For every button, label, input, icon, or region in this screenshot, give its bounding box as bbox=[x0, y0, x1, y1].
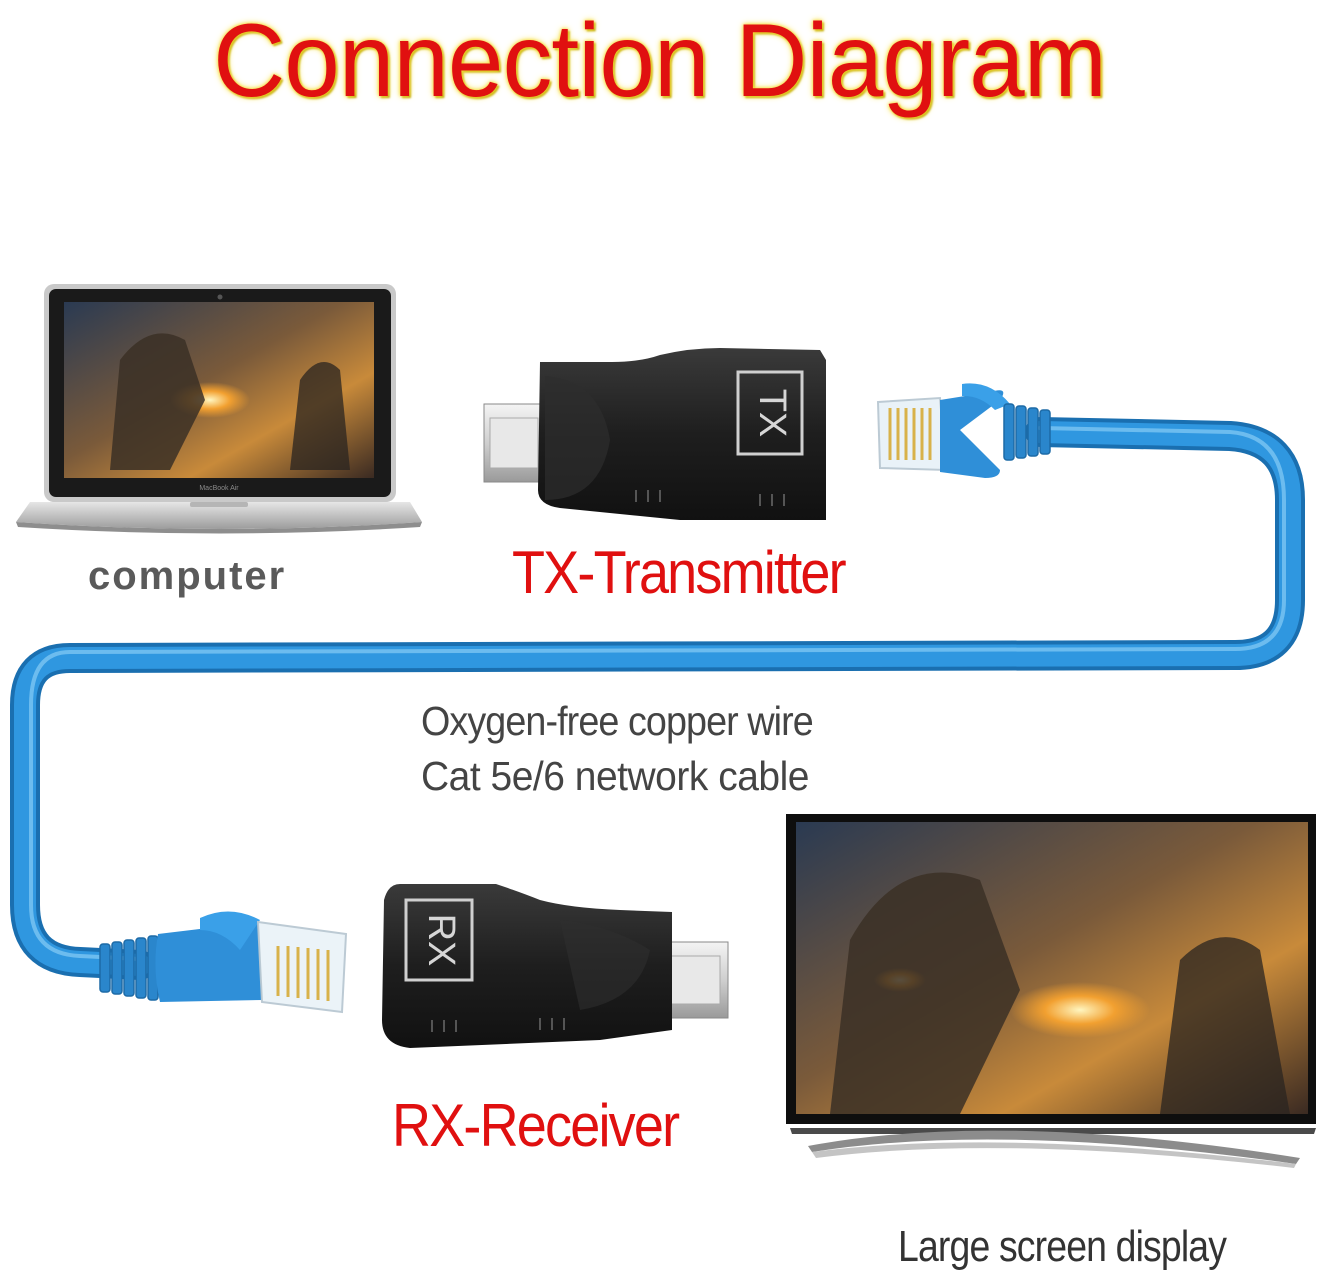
cable-description-line1: Oxygen-free copper wire bbox=[421, 698, 814, 744]
tx-adapter-icon: TX bbox=[483, 348, 826, 520]
laptop-icon: MacBook Air bbox=[16, 284, 422, 534]
rj45-plug-icon bbox=[99, 911, 348, 1014]
computer-label: computer bbox=[88, 554, 287, 598]
display-label: Large screen display bbox=[898, 1222, 1227, 1271]
laptop-brand-text: MacBook Air bbox=[199, 485, 239, 492]
rj45-plug-icon bbox=[876, 383, 1051, 478]
rx-mark-text: RX bbox=[420, 914, 462, 967]
rx-adapter-icon: RX bbox=[382, 884, 729, 1048]
cable-description-line2: Cat 5e/6 network cable bbox=[421, 753, 809, 799]
network-cable bbox=[10, 417, 1305, 980]
page-title: Connection Diagram bbox=[213, 3, 1107, 119]
tx-mark-text: TX bbox=[751, 389, 793, 438]
tv-icon bbox=[786, 814, 1316, 1168]
transmitter-label: TX-Transmitter bbox=[512, 539, 847, 606]
receiver-label: RX-Receiver bbox=[392, 1092, 680, 1159]
